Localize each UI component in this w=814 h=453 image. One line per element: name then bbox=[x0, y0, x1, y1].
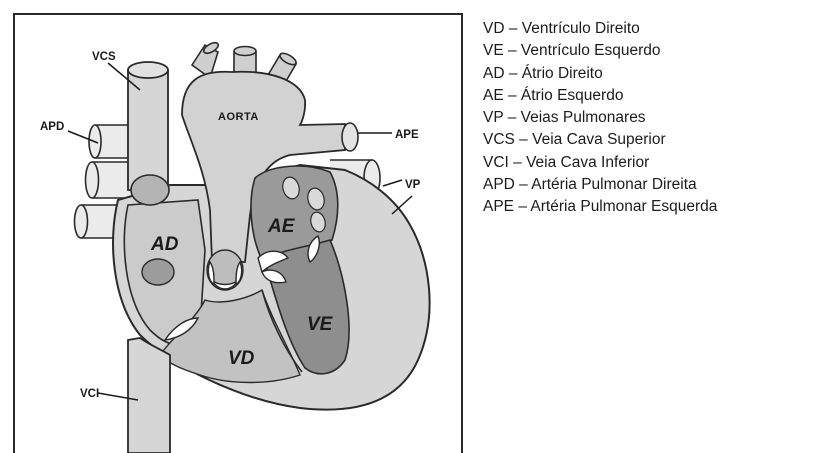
superior-vena-cava bbox=[128, 62, 168, 190]
label-ae: AE bbox=[267, 216, 296, 237]
legend-item-ae: AE – Átrio Esquerdo bbox=[483, 85, 717, 107]
label-apd: APD bbox=[40, 121, 64, 133]
inferior-vena-cava bbox=[128, 338, 170, 453]
label-ape: APE bbox=[395, 129, 419, 141]
legend-item-ape: APE – Artéria Pulmonar Esquerda bbox=[483, 196, 717, 218]
legend-item-ad: AD – Átrio Direito bbox=[483, 63, 717, 85]
label-ad: AD bbox=[150, 234, 179, 255]
fossa-oval bbox=[142, 259, 174, 285]
label-vd: VD bbox=[228, 348, 255, 369]
label-aorta: AORTA bbox=[218, 111, 259, 123]
legend-item-vcs: VCS – Veia Cava Superior bbox=[483, 129, 717, 151]
label-ve: VE bbox=[307, 314, 334, 335]
label-vp: VP bbox=[405, 179, 421, 191]
legend-item-ve: VE – Ventrículo Esquerdo bbox=[483, 40, 717, 62]
svc-opening bbox=[131, 175, 169, 205]
legend-item-vp: VP – Veias Pulmonares bbox=[483, 107, 717, 129]
label-vci: VCI bbox=[80, 388, 99, 400]
legend: VD – Ventrículo Direito VE – Ventrículo … bbox=[483, 18, 717, 219]
legend-item-vd: VD – Ventrículo Direito bbox=[483, 18, 717, 40]
legend-item-apd: APD – Artéria Pulmonar Direita bbox=[483, 174, 717, 196]
label-vcs: VCS bbox=[92, 51, 116, 63]
legend-item-vci: VCI – Veia Cava Inferior bbox=[483, 152, 717, 174]
